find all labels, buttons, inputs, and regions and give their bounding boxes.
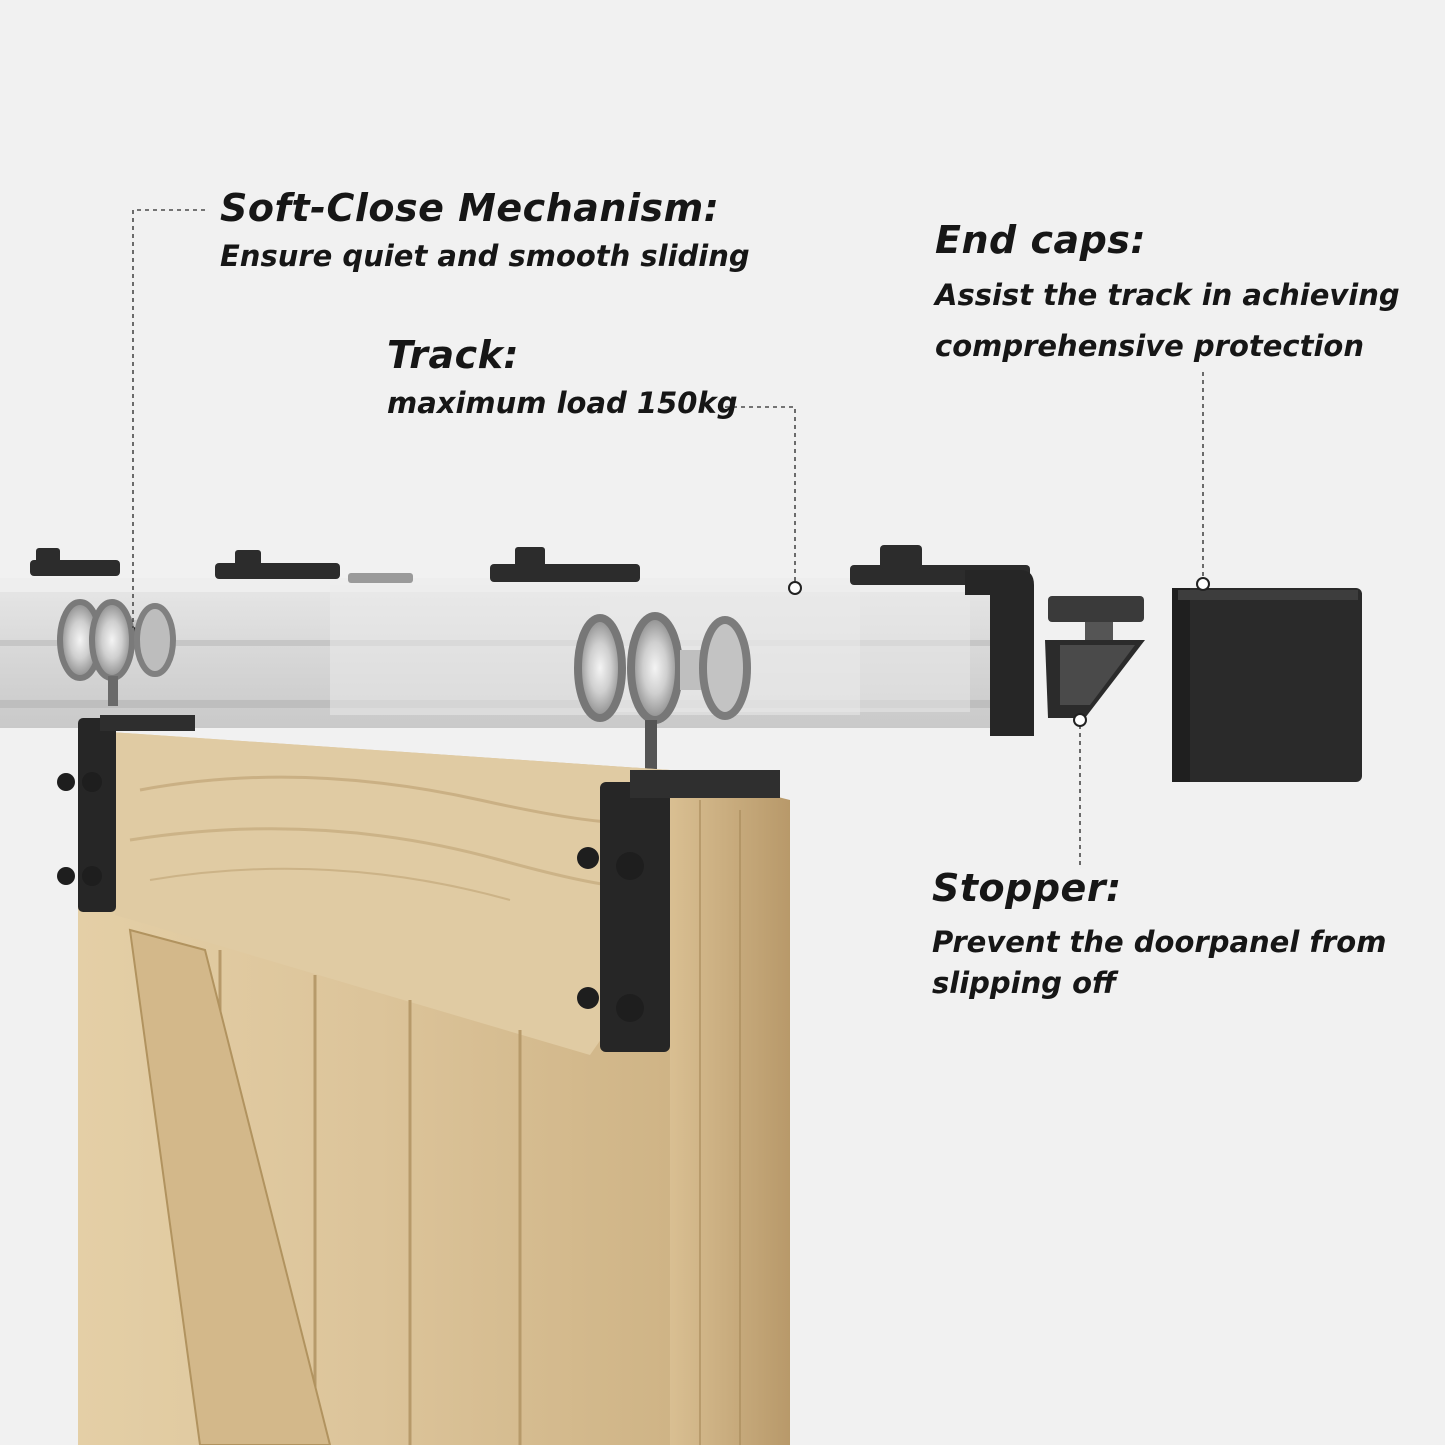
soft-close-description: Ensure quiet and smooth sliding: [220, 239, 750, 273]
leader-lines: [132, 209, 1204, 865]
track: [0, 578, 1010, 728]
stopper-description-line1: Prevent the doorpanel from: [932, 925, 1387, 959]
stopper-title: Stopper:: [932, 866, 1122, 910]
end-caps-description-line1: Assist the track in achieving: [935, 278, 1400, 312]
track-description: maximum load 150kg: [387, 386, 738, 420]
leader-dots: [788, 577, 1210, 727]
trolley-wheels-right: [574, 612, 751, 778]
door-panel: [78, 732, 790, 1445]
stopper-description-line2: slipping off: [932, 966, 1117, 1000]
door-hanger-right: [577, 770, 780, 1052]
end-caps-description-line2: comprehensive protection: [935, 329, 1364, 363]
door-hanger-left: [57, 715, 195, 912]
stopper: [1045, 596, 1145, 718]
soft-close-title: Soft-Close Mechanism:: [220, 186, 720, 230]
track-title: Track:: [387, 333, 520, 377]
end-caps-title: End caps:: [935, 218, 1147, 262]
end-cap: [1172, 588, 1362, 782]
mounted-end-bracket: [965, 570, 1034, 736]
trolley-wheels-left: [57, 599, 176, 706]
